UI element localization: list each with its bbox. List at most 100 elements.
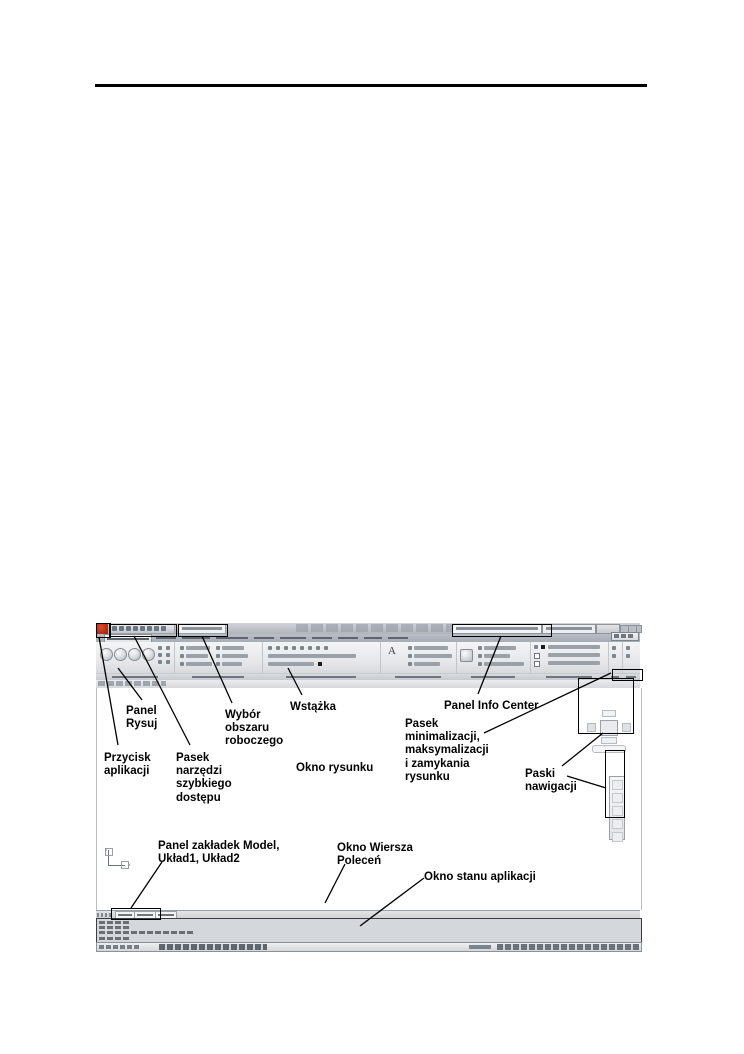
status-annotation-scale[interactable]	[469, 945, 491, 949]
layer-delete-icon[interactable]	[324, 646, 328, 650]
viewcube-bottom-face[interactable]	[601, 737, 617, 744]
ribbon-panel-narzedzia[interactable]	[622, 642, 640, 680]
ribbon-panel-modyfikuj[interactable]	[174, 642, 263, 680]
create-block-icon[interactable]	[478, 646, 482, 650]
group-icon[interactable]	[612, 646, 616, 650]
create-block-label[interactable]	[484, 646, 516, 650]
layer-match-icon[interactable]	[308, 646, 312, 650]
rotate-label[interactable]	[222, 646, 244, 650]
window-close-button[interactable]	[636, 625, 642, 633]
ribbon-panel-rysuj[interactable]	[96, 642, 175, 680]
scale-tool-icon[interactable]	[216, 662, 220, 666]
rectangle-tool-icon[interactable]	[158, 646, 162, 650]
ribbon-tab-express[interactable]	[386, 634, 410, 642]
circle-tool-icon[interactable]	[128, 648, 141, 661]
viewcube-right-arrow[interactable]	[622, 723, 631, 732]
drawing-minimize-icon[interactable]	[614, 634, 619, 638]
move-tool-icon[interactable]	[180, 646, 184, 650]
ribbon-tab-addins[interactable]	[336, 634, 360, 642]
ribbon-tab-output[interactable]	[310, 634, 334, 642]
layer-state-dropdown[interactable]	[268, 662, 314, 666]
open-icon[interactable]	[119, 626, 124, 631]
stretch-label[interactable]	[186, 662, 212, 666]
layout-nav-arrows[interactable]	[97, 913, 113, 917]
save-icon[interactable]	[126, 626, 131, 631]
multileader-icon[interactable]	[408, 654, 412, 658]
insert-block-icon[interactable]	[460, 649, 473, 662]
status-right-icons[interactable]	[497, 944, 639, 950]
linetype-swatch[interactable]	[534, 653, 540, 659]
status-toggle-buttons[interactable]	[159, 944, 267, 950]
polygon-tool-icon[interactable]	[158, 653, 162, 657]
application-button-icon[interactable]	[96, 623, 108, 635]
steering-wheel-icon[interactable]	[611, 780, 623, 790]
plot-icon[interactable]	[154, 626, 159, 631]
rotate-tool-icon[interactable]	[216, 646, 220, 650]
multileader-label[interactable]	[414, 654, 452, 658]
move-label[interactable]	[186, 646, 210, 650]
edit-block-label[interactable]	[484, 654, 510, 658]
utilities-icon[interactable]	[626, 646, 630, 650]
command-window[interactable]	[96, 918, 642, 944]
infocenter-signin-dropdown[interactable]	[542, 624, 596, 634]
layer-freeze-icon[interactable]	[284, 646, 288, 650]
layer-properties-icon[interactable]	[268, 646, 272, 650]
drawing-maximize-icon[interactable]	[621, 634, 626, 638]
block-attributes-icon[interactable]	[478, 662, 482, 666]
print-icon[interactable]	[147, 626, 152, 631]
text-tool-icon[interactable]: A	[388, 645, 396, 657]
ribbon-tab-manage[interactable]	[278, 634, 308, 642]
orbit-icon[interactable]	[611, 819, 623, 829]
layer-lock-icon[interactable]	[292, 646, 296, 650]
polyline-tool-icon[interactable]	[114, 648, 127, 661]
showmotion-icon[interactable]	[611, 832, 623, 842]
layer-merge-icon[interactable]	[316, 646, 320, 650]
layer-off-icon[interactable]	[276, 646, 280, 650]
ungroup-icon[interactable]	[612, 654, 616, 658]
ribbon-tab-online[interactable]	[362, 634, 384, 642]
new-icon[interactable]	[112, 626, 117, 631]
layer-dropdown[interactable]	[268, 654, 356, 658]
copy-label[interactable]	[186, 654, 208, 658]
ribbon[interactable]: A	[96, 642, 640, 681]
dimension-label[interactable]	[414, 646, 448, 650]
redo-icon[interactable]	[140, 626, 145, 631]
mirror-tool-icon[interactable]	[216, 654, 220, 658]
drawing-window-controls[interactable]	[611, 632, 639, 641]
ribbon-panel-warstwa[interactable]	[262, 642, 381, 680]
dimension-icon[interactable]	[408, 646, 412, 650]
ribbon-panel-grupa[interactable]	[608, 642, 623, 680]
ribbon-panel-blok[interactable]	[456, 642, 531, 680]
command-input-line[interactable]	[99, 937, 131, 940]
edit-block-icon[interactable]	[478, 654, 482, 658]
chevron-down-icon[interactable]	[161, 626, 166, 631]
mirror-label[interactable]	[222, 654, 248, 658]
ellipse-tool-icon[interactable]	[158, 660, 162, 664]
zoom-icon[interactable]	[611, 806, 623, 816]
lineweight-swatch[interactable]	[534, 661, 540, 667]
pan-icon[interactable]	[611, 793, 623, 803]
linetype-dropdown[interactable]	[548, 653, 600, 657]
copy-tool-icon[interactable]	[180, 654, 184, 658]
ribbon-tab-annotate[interactable]	[180, 634, 212, 642]
property-color-swatch[interactable]	[541, 645, 545, 649]
undo-icon[interactable]	[133, 626, 138, 631]
line-tool-icon[interactable]	[100, 648, 113, 661]
ribbon-panel-wlasciwosci[interactable]	[530, 642, 609, 680]
infocenter-buttons[interactable]	[596, 624, 620, 634]
point-tool-icon[interactable]	[166, 660, 170, 664]
table-icon[interactable]	[408, 662, 412, 666]
ribbon-tab-view[interactable]	[252, 634, 276, 642]
spline-tool-icon[interactable]	[166, 653, 170, 657]
status-bar[interactable]	[96, 942, 642, 952]
ribbon-panel-tekst[interactable]: A	[380, 642, 457, 680]
property-bylayer-icon[interactable]	[534, 645, 538, 649]
block-attributes-label[interactable]	[484, 662, 524, 666]
layer-color-swatch[interactable]	[318, 662, 322, 666]
drawing-close-icon[interactable]	[628, 634, 633, 638]
color-dropdown[interactable]	[548, 645, 600, 649]
clipboard-icon[interactable]	[626, 654, 630, 658]
arc-tool-icon[interactable]	[142, 648, 155, 661]
layer-isolate-icon[interactable]	[300, 646, 304, 650]
hatch-tool-icon[interactable]	[166, 646, 170, 650]
